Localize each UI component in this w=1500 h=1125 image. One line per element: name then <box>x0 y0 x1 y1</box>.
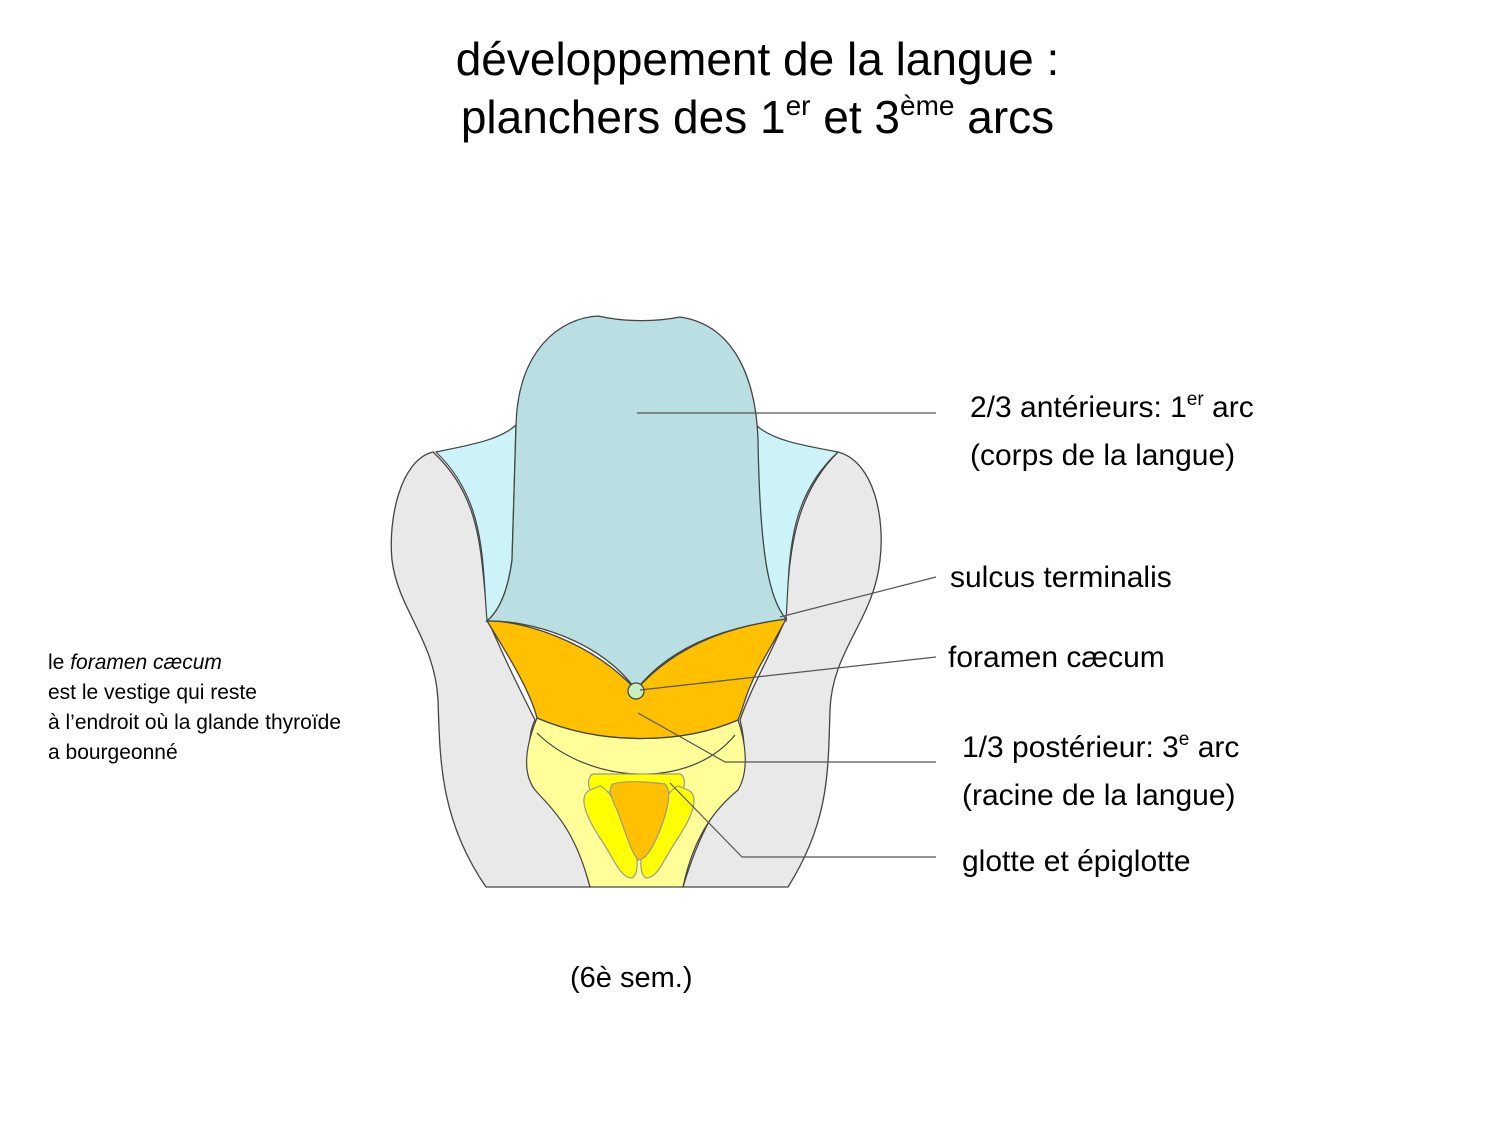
tongue-root <box>485 618 788 740</box>
title-line-2: planchers des 1er et 3ème arcs <box>460 90 1055 143</box>
leader-foramen <box>639 656 937 691</box>
foramen-caecum-dot <box>627 682 645 700</box>
title-line-1: développement de la langue : <box>455 33 1060 85</box>
leader-glottis <box>669 782 936 858</box>
label-foramen-caecum: foramen cæcum <box>948 641 1165 674</box>
stage-caption: (6è sem.) <box>570 962 693 994</box>
label-anterior: 2/3 antérieurs: 1er arc (corps de la lan… <box>970 389 1254 472</box>
glottis-center <box>609 781 670 861</box>
foramen-note: le foramen cæcum est le vestige qui rest… <box>48 651 342 764</box>
leader-lines <box>637 412 937 858</box>
label-sulcus-terminalis: sulcus terminalis <box>950 561 1172 594</box>
slide-title: développement de la langue : planchers d… <box>0 30 1500 153</box>
label-glottis: glotte et épiglotte <box>962 845 1191 878</box>
leader-posterior <box>637 712 936 763</box>
label-posterior: 1/3 postérieur: 3e arc (racine de la lan… <box>962 729 1240 812</box>
tongue-body <box>485 315 788 692</box>
leader-sulcus <box>779 576 937 618</box>
